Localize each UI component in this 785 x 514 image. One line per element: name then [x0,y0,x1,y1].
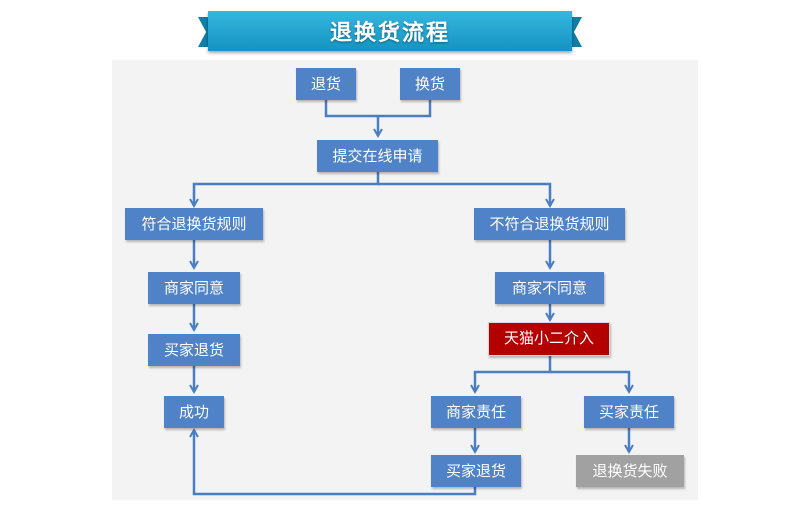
page-title: 退换货流程 [329,20,450,46]
node-buyer-returns-right: 买家退货 [431,455,521,487]
node-buyer-responsible: 买家责任 [584,396,674,428]
arrow-to-meets-rules [194,172,380,206]
arrow-back-to-success [194,430,477,496]
node-submit-online-request: 提交在线申请 [317,140,438,172]
title-banner: 退换货流程 [198,11,582,54]
node-merchant-responsible: 商家责任 [431,396,521,428]
node-return: 退货 [296,68,356,100]
arrow-to-buyer-responsible [550,370,629,392]
node-success: 成功 [164,396,224,428]
line-return-to-junction [324,100,378,118]
line-exchange-to-junction [378,100,432,118]
node-meets-rules: 符合退换货规则 [125,208,263,240]
node-not-meets-rules: 不符合退换货规则 [474,208,625,240]
node-tmall-intervenes: 天猫小二介入 [488,322,610,356]
node-buyer-returns-left: 买家退货 [148,334,240,366]
node-return-exchange-failed: 退换货失败 [576,455,684,487]
arrow-to-merchant-responsible [475,356,552,392]
arrow-to-not-meets-rules [378,182,550,206]
node-exchange: 换货 [400,68,460,100]
node-merchant-disagrees: 商家不同意 [495,272,604,304]
node-merchant-agrees: 商家同意 [148,272,240,304]
banner-face: 退换货流程 [208,11,572,51]
